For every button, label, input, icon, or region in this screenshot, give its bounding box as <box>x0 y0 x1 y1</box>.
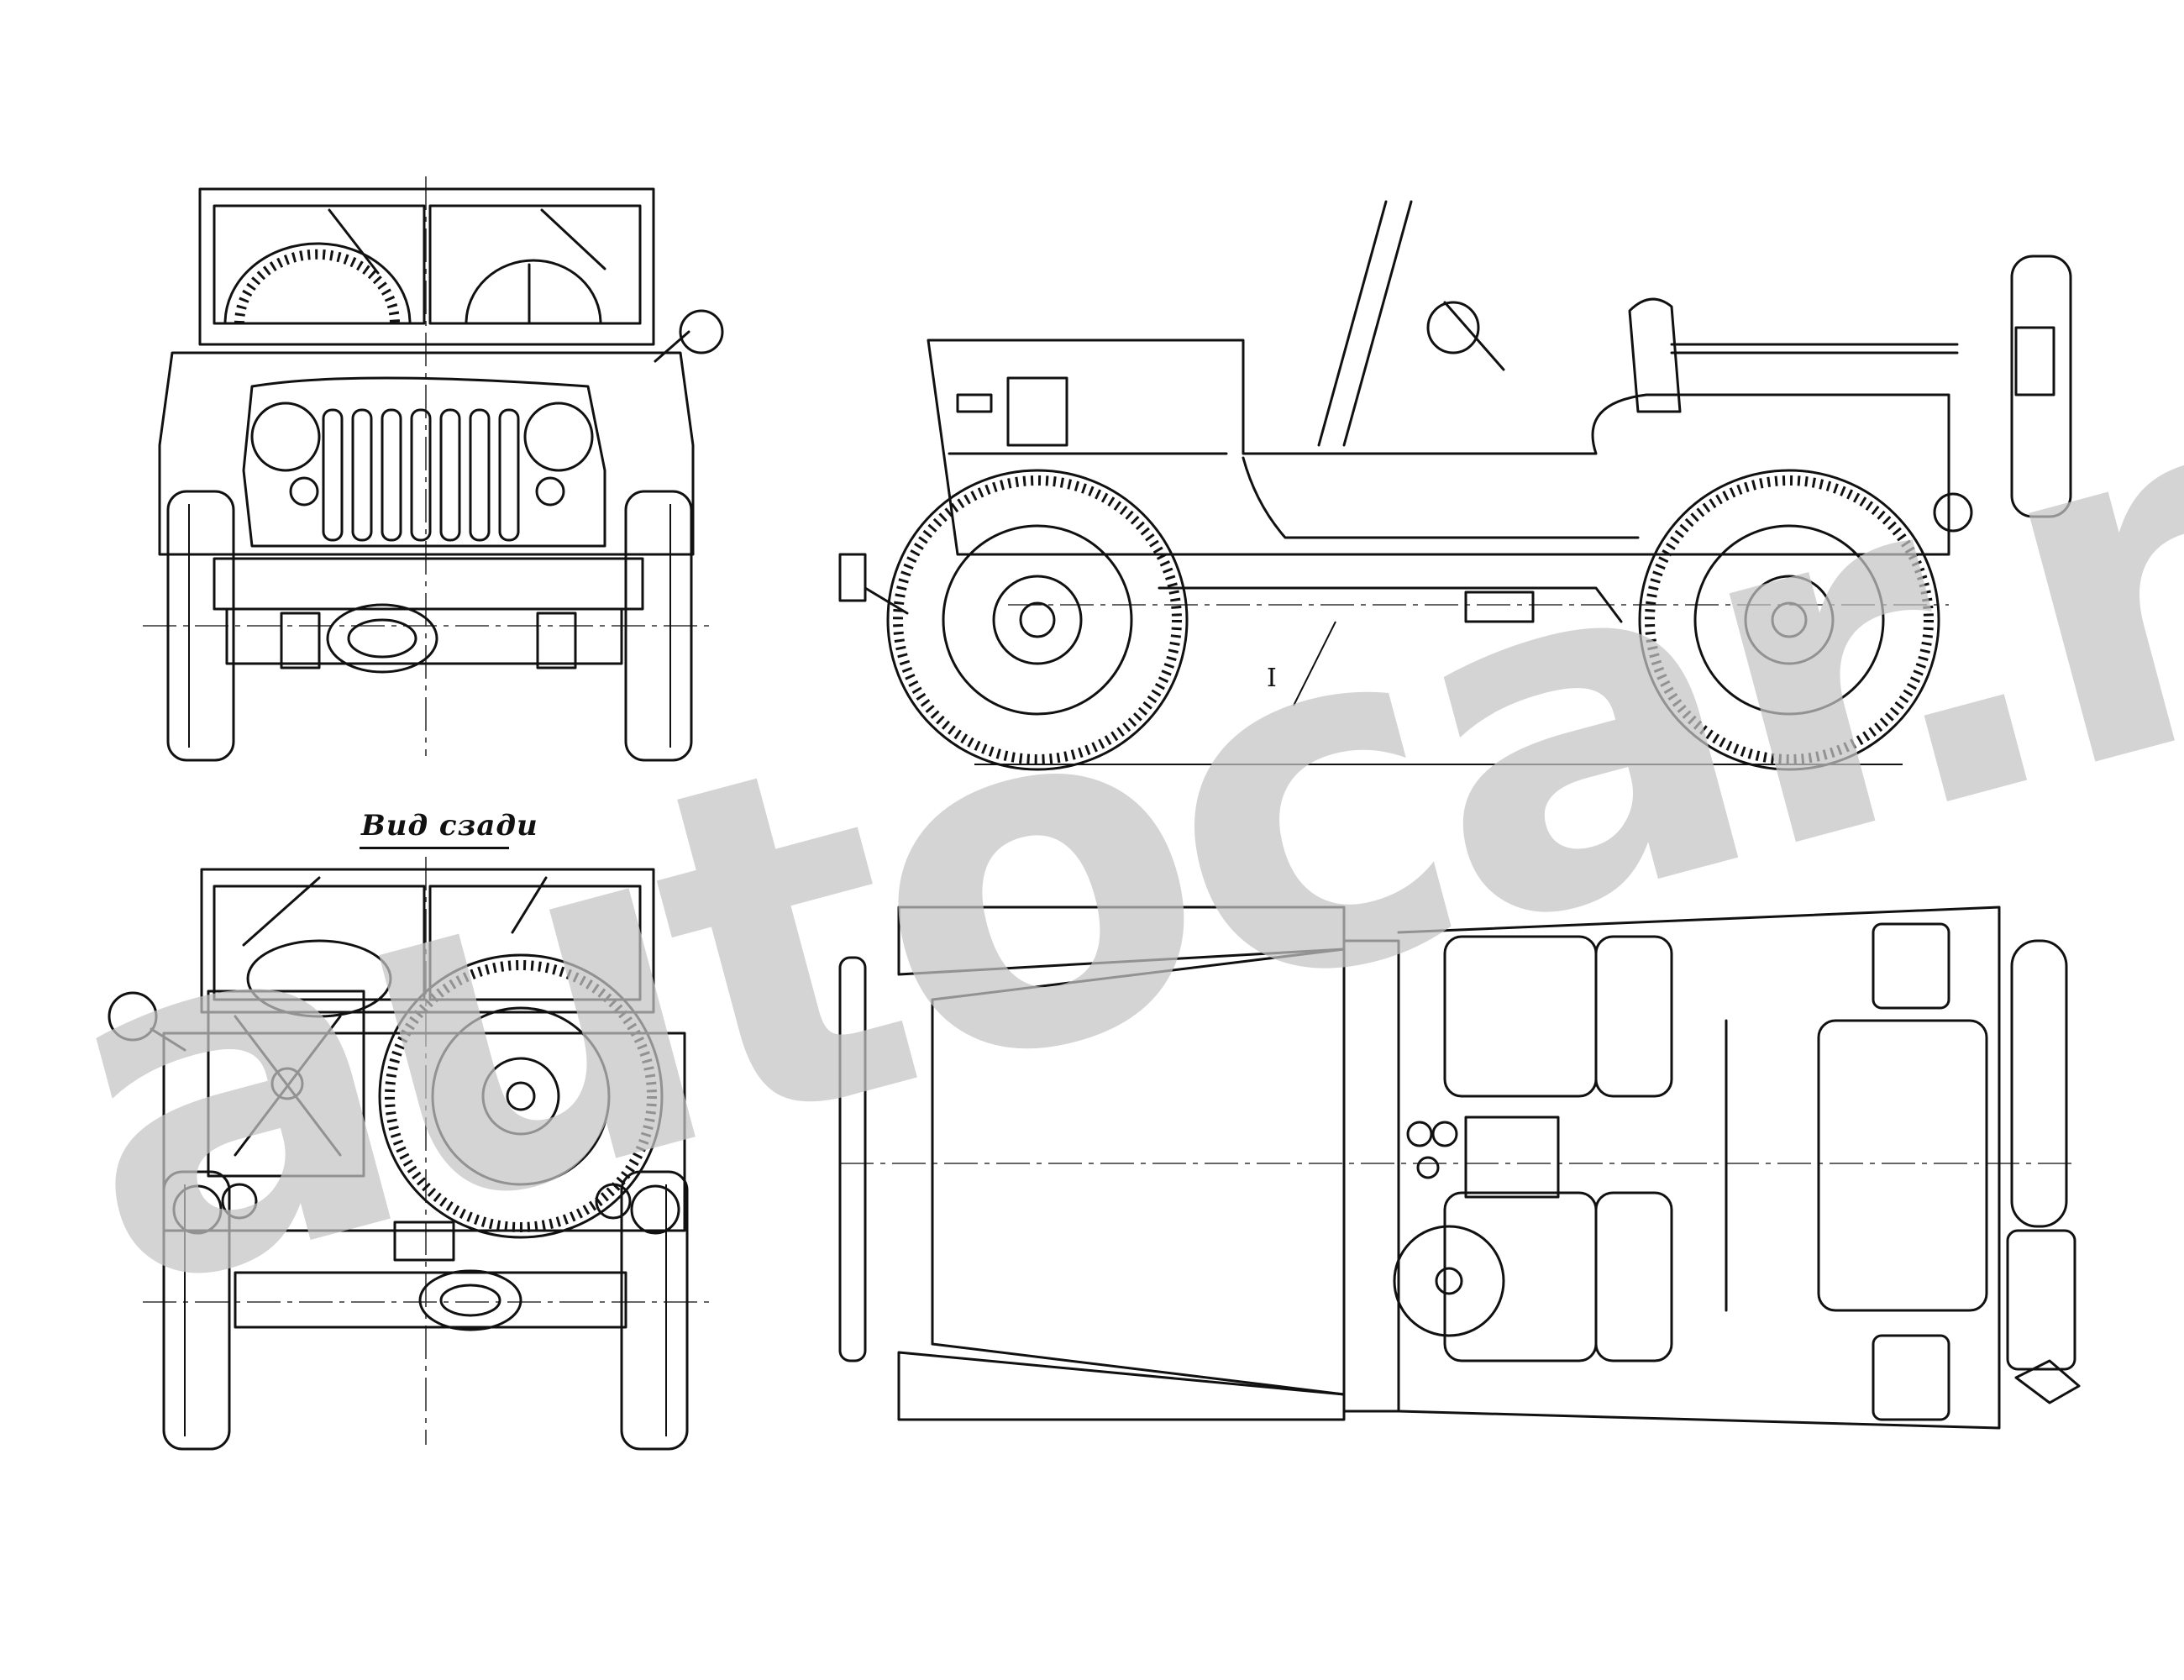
front-view <box>143 176 724 762</box>
rear-view-caption: Вид сзади <box>361 809 538 843</box>
side-view <box>838 200 2072 771</box>
top-view <box>838 906 2081 1430</box>
rear-view-caption-underline <box>360 847 509 849</box>
section-mark-label: I <box>1267 664 1277 693</box>
rear-view <box>108 857 714 1451</box>
